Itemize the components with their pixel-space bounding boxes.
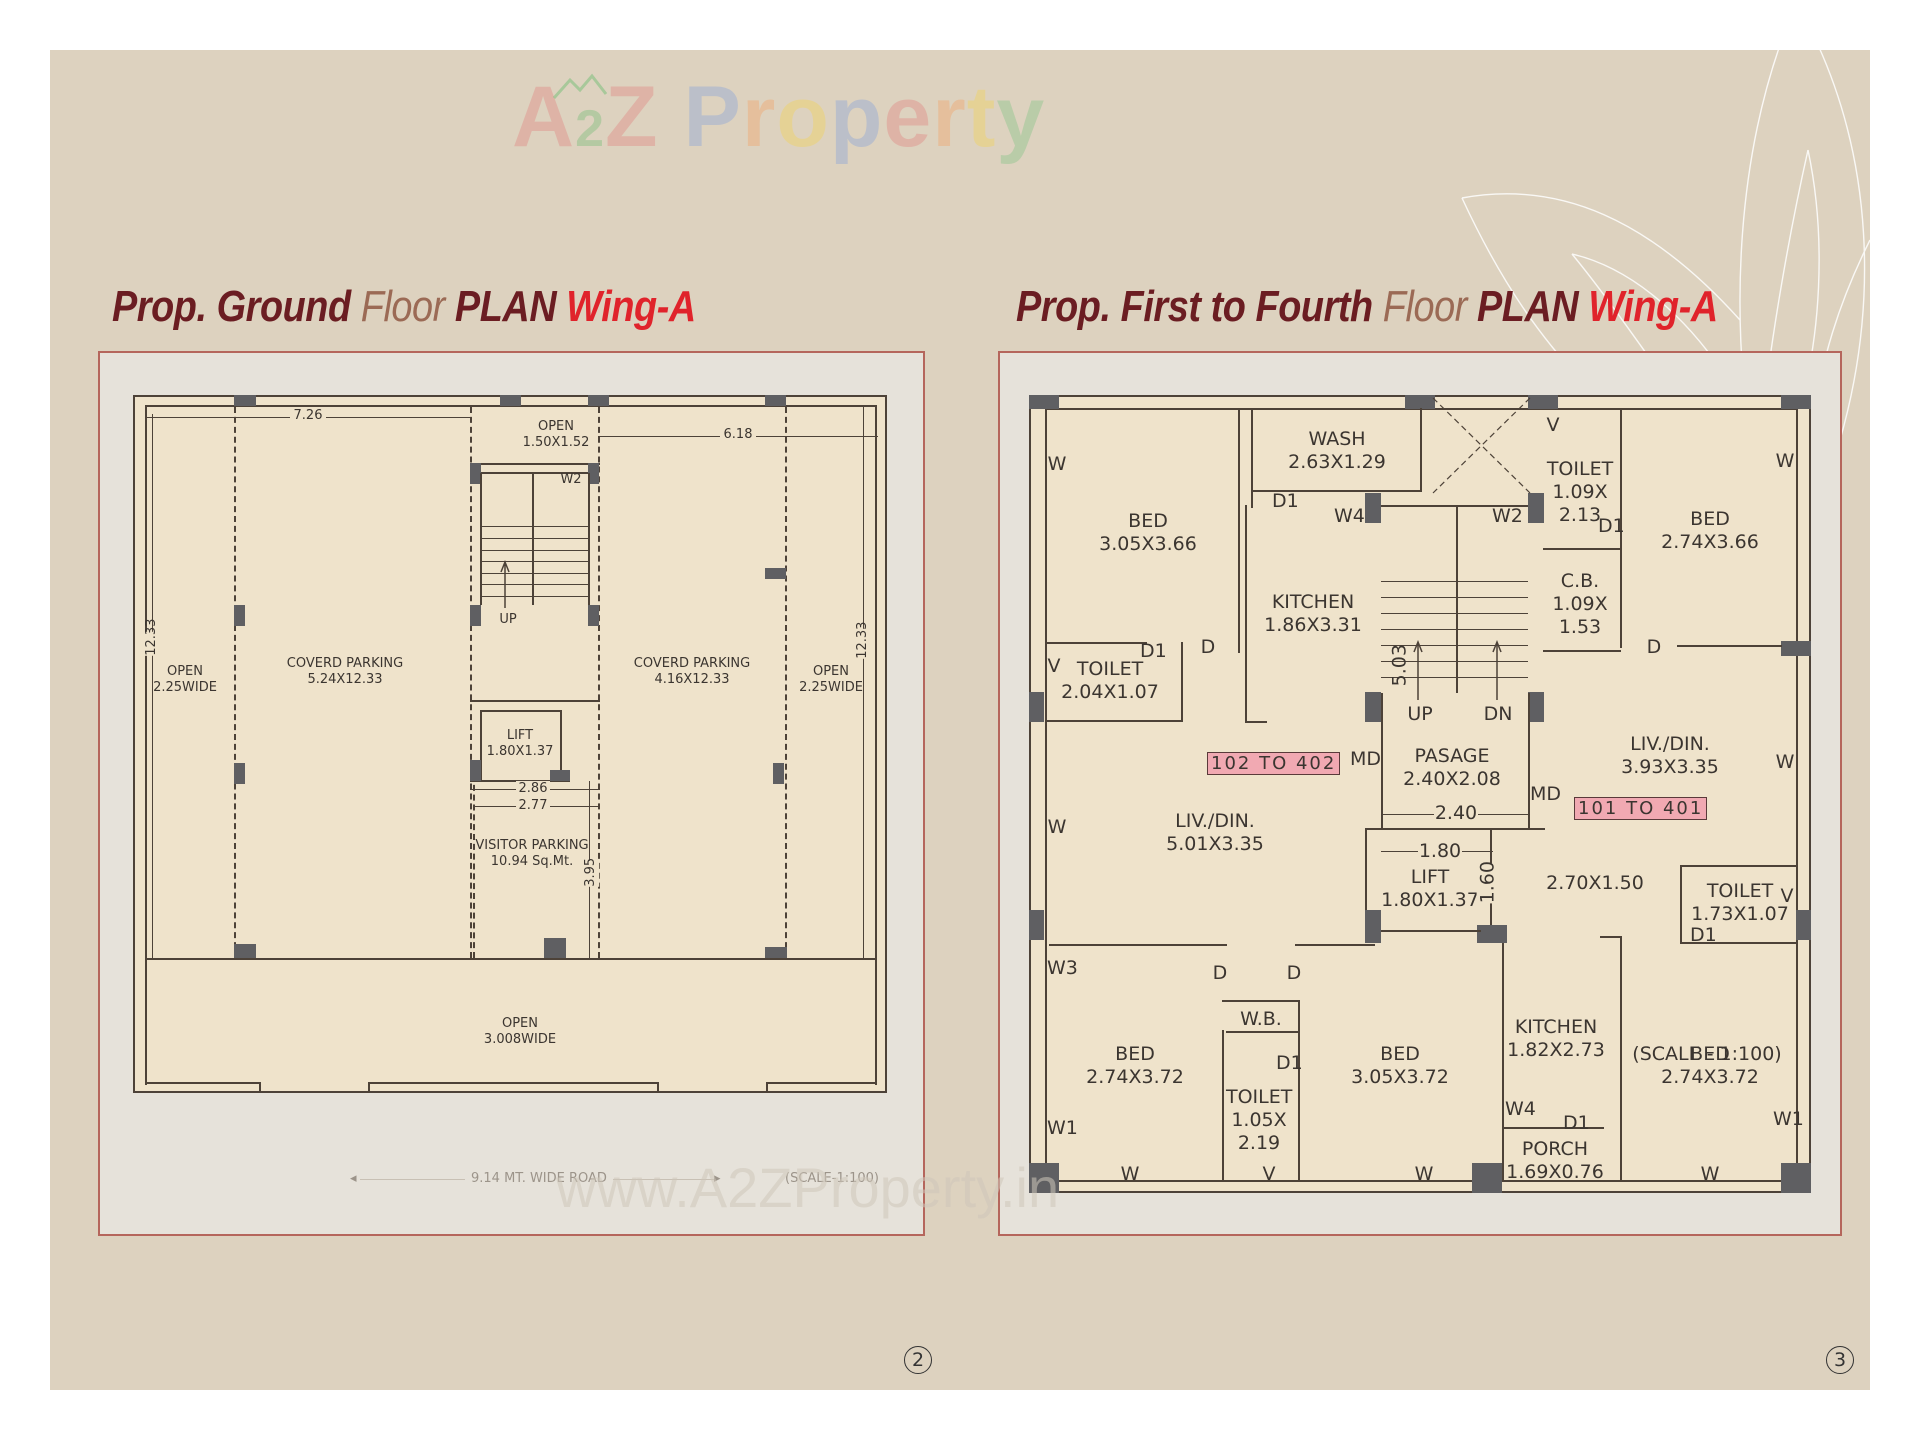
living-dining-left-label: LIV./DIN.5.01X3.35 (1166, 810, 1264, 855)
ventilator-mark: V (1047, 655, 1061, 677)
stair-up-label: UP (1407, 703, 1433, 725)
stair-down-arrow-icon (1492, 639, 1502, 700)
door-mark: D (1286, 962, 1302, 984)
typical-scale-label: (SCALE - 1:100) (1632, 1043, 1782, 1065)
dimension-label: 6.18 (720, 427, 756, 443)
column (1029, 395, 1059, 409)
window-mark: W (1120, 1163, 1140, 1185)
door-mark: D (1200, 636, 1216, 658)
stair-up-arrow-icon (500, 559, 510, 608)
ventilator-mark: V (1546, 414, 1560, 436)
wash-basin-label: W.B. (1240, 1008, 1282, 1030)
window-mark: W1 (1047, 1117, 1078, 1139)
window-mark: W (1775, 751, 1795, 773)
dimension-label: 12.33 (144, 618, 160, 656)
door-mark: D1 (1140, 640, 1167, 662)
dimension-label: 2.86 (516, 781, 550, 797)
stair-down-label: DN (1483, 703, 1513, 725)
stair-up-label: UP (499, 612, 517, 627)
main-door-mark: MD (1530, 783, 1562, 805)
dimension-label: 5.03 (1388, 644, 1411, 687)
window-mark: W2 (1492, 505, 1523, 527)
duct-cross-icon (1432, 397, 1531, 494)
dimension-label: 12.33 (855, 621, 871, 659)
dimension-label: 2.77 (516, 798, 550, 814)
door-mark: D (1212, 962, 1228, 984)
window-mark: W1 (1773, 1108, 1804, 1130)
window-mark: W (1775, 450, 1795, 472)
window-mark: W (1047, 453, 1067, 475)
dimension-label: 1.80 (1418, 840, 1462, 863)
dimension-label: 7.26 (290, 408, 326, 424)
ground-scale-label: (SCALE-1:100) (785, 1171, 879, 1186)
column (234, 395, 256, 406)
door-mark: D (1646, 636, 1662, 658)
site-url-watermark: www.A2ZProperty.in (556, 1156, 1060, 1219)
house-roof-icon (552, 73, 608, 99)
window-mark: W4 (1334, 505, 1365, 527)
ground-floor-plan (133, 395, 887, 1093)
window-mark: W (1047, 816, 1067, 838)
window-mark: W4 (1505, 1098, 1536, 1120)
dimension-label: 3.95 (583, 857, 599, 887)
main-door-mark: MD (1350, 748, 1382, 770)
window-mark: W (1414, 1163, 1434, 1185)
door-mark: D1 (1563, 1112, 1590, 1134)
foyer-size-label: 2.70X1.50 (1546, 872, 1644, 894)
ventilator-mark: V (1262, 1163, 1276, 1185)
door-mark: D1 (1272, 490, 1299, 512)
window-mark: W3 (1047, 957, 1078, 979)
ventilator-mark: V (1780, 885, 1794, 907)
dimension-label: 1.60 (1476, 861, 1500, 904)
living-dining-right-label: LIV./DIN.3.93X3.35 (1621, 733, 1719, 778)
unit-tag-102-402: 102 TO 402 (1207, 752, 1341, 775)
typical-floor-plan (1029, 395, 1811, 1193)
door-mark: D1 (1690, 924, 1717, 946)
window-mark: W2 (560, 472, 582, 487)
road-label: 9.14 MT. WIDE ROAD (465, 1171, 613, 1186)
typical-floor-title: Prop. First to Fourth Floor PLAN Wing-A (1016, 282, 1718, 331)
grid-line (234, 407, 236, 958)
ground-floor-title: Prop. Ground Floor PLAN Wing-A (112, 282, 696, 331)
door-mark: D1 (1598, 515, 1625, 537)
page-number-3: 3 (1826, 1346, 1854, 1374)
brand-watermark-logo: A2Z Property (512, 69, 1046, 165)
window-mark: W (1700, 1163, 1720, 1185)
unit-tag-101-401: 101 TO 401 (1574, 797, 1708, 820)
page-number-2: 2 (904, 1346, 932, 1374)
door-mark: D1 (1276, 1052, 1303, 1074)
stair-up-arrow-icon (1413, 639, 1423, 700)
dimension-label: 2.40 (1434, 802, 1478, 825)
